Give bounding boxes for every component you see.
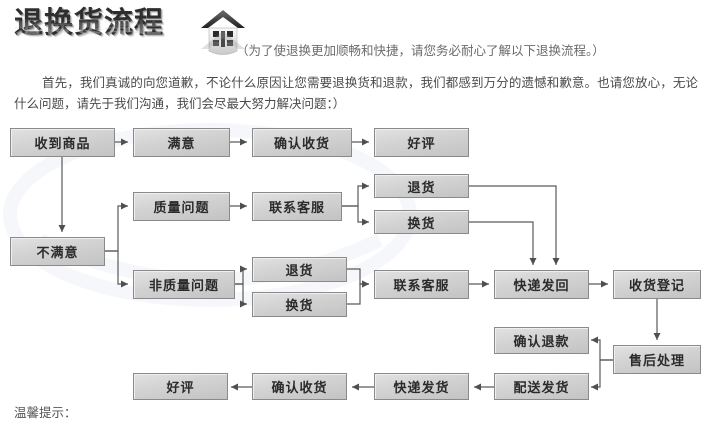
flow-node-querenshouhuo-bot[interactable]: 确认收货	[252, 373, 347, 400]
flow-node-manyi[interactable]: 满意	[133, 128, 230, 157]
flow-node-querentuikuan[interactable]: 确认退款	[494, 327, 589, 354]
flow-node-haoping-top[interactable]: 好评	[374, 128, 469, 157]
flow-node-kuaidifahui[interactable]: 快递发回	[494, 270, 589, 299]
flow-node-huanhuo-mid[interactable]: 换货	[252, 292, 347, 317]
returns-flowchart: 收到商品 满意 确认收货 好评 质量问题 联系客服 退货 换货 不满意 非质量问…	[0, 120, 711, 410]
flow-node-feizhiliangwenti[interactable]: 非质量问题	[133, 270, 235, 299]
flow-node-huanhuo-top[interactable]: 换货	[374, 210, 469, 234]
flow-connectors	[58, 138, 661, 391]
flow-node-haoping-bot[interactable]: 好评	[133, 373, 228, 400]
flow-node-shouhouchuli[interactable]: 售后处理	[613, 345, 701, 374]
warm-tip-label: 温馨提示：	[14, 405, 77, 420]
page-title-block: 退换货流程 退换货流程	[14, 2, 274, 64]
flow-node-zhiliangwenti[interactable]: 质量问题	[133, 192, 230, 221]
flow-node-tuihuo-mid[interactable]: 退货	[252, 257, 347, 282]
flow-node-tuihuo-top[interactable]: 退货	[374, 174, 469, 198]
page-title: 退换货流程	[14, 5, 165, 39]
flow-node-kuaidifahuo[interactable]: 快递发货	[374, 373, 469, 400]
flow-node-bumanyi[interactable]: 不满意	[10, 237, 105, 266]
flow-node-shouhuodengji[interactable]: 收货登记	[613, 270, 701, 299]
flow-node-shoudaoshangpin[interactable]: 收到商品	[10, 128, 115, 157]
page-subtitle: （为了使退换更加顺畅和快捷，请您务必耐心了解以下退换流程。）	[236, 43, 605, 58]
flow-node-querenshouhuo-top[interactable]: 确认收货	[252, 128, 352, 157]
flow-node-lianxikefu-mid[interactable]: 联系客服	[374, 270, 469, 299]
house-icon-reflection	[201, 31, 245, 49]
house-icon	[201, 10, 245, 55]
flow-node-lianxikefu-top[interactable]: 联系客服	[252, 192, 342, 221]
intro-paragraph: 首先，我们真诚的向您道歉，不论什么原因让您需要退换货和退款，我们都感到万分的遗憾…	[14, 75, 698, 111]
flow-node-peisongfahuo[interactable]: 配送发货	[494, 373, 589, 400]
